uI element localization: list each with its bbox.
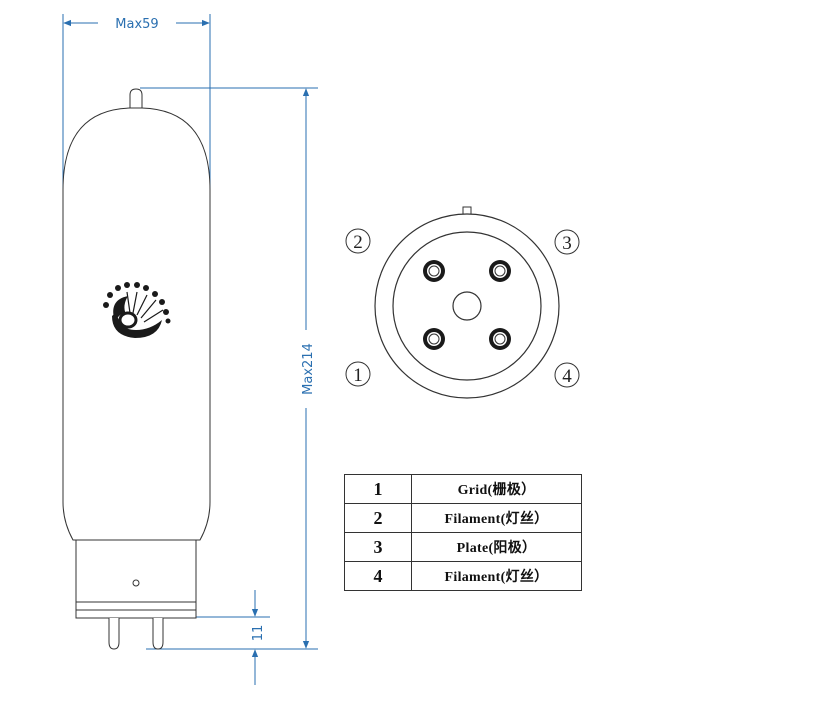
svg-text:3: 3 [562, 233, 572, 254]
table-row: 1 Grid(栅极） [344, 474, 582, 504]
svg-text:2: 2 [353, 232, 363, 253]
pin-function-cell: Grid(栅极） [411, 474, 582, 504]
pin-number-cell: 1 [344, 474, 412, 504]
pin-length-dimension: 11 [196, 590, 270, 685]
height-dimension: Max214 [140, 87, 318, 650]
table-row: 4 Filament(灯丝） [344, 561, 582, 591]
socket-pin-4 [489, 328, 511, 350]
tube-pin-left [108, 618, 120, 650]
socket-pin-3 [489, 260, 511, 282]
socket-key [462, 206, 472, 215]
base-hole [132, 579, 140, 587]
socket-pin-1 [423, 328, 445, 350]
tube-pin-right [152, 618, 164, 650]
pin-table: 1 Grid(栅极） 2 Filament(灯丝） 3 Plate(阳极） 4 … [344, 474, 582, 591]
tube-base [75, 539, 197, 603]
pin-number-cell: 4 [344, 561, 412, 591]
tube-side-view [62, 88, 211, 650]
pin-length-label: 11 [251, 625, 266, 642]
glass-envelope [62, 107, 211, 541]
height-dimension-label: Max214 [301, 343, 316, 395]
svg-text:4: 4 [562, 366, 572, 387]
pin-function-cell: Filament(灯丝） [411, 503, 582, 533]
width-dimension: Max59 [62, 14, 211, 190]
pin-function-cell: Plate(阳极） [411, 532, 582, 562]
pin-number-cell: 2 [344, 503, 412, 533]
socket-center-hole [452, 291, 482, 321]
pin-number-cell: 3 [344, 532, 412, 562]
tube-tip [129, 88, 143, 108]
pin-number-4: 4 [554, 362, 580, 388]
peacock-logo-icon [103, 282, 171, 338]
socket-pin-2 [423, 260, 445, 282]
pin-number-3: 3 [554, 229, 580, 255]
tube-base-bottom [75, 609, 197, 619]
svg-text:1: 1 [353, 365, 363, 386]
tube-base-ring [75, 601, 197, 611]
table-row: 3 Plate(阳极） [344, 532, 582, 562]
socket-bottom-view: 2 3 1 4 [345, 206, 580, 399]
pin-function-cell: Filament(灯丝） [411, 561, 582, 591]
pin-number-1: 1 [345, 361, 371, 387]
pin-number-2: 2 [345, 228, 371, 254]
table-row: 2 Filament(灯丝） [344, 503, 582, 533]
width-dimension-label: Max59 [115, 17, 158, 32]
